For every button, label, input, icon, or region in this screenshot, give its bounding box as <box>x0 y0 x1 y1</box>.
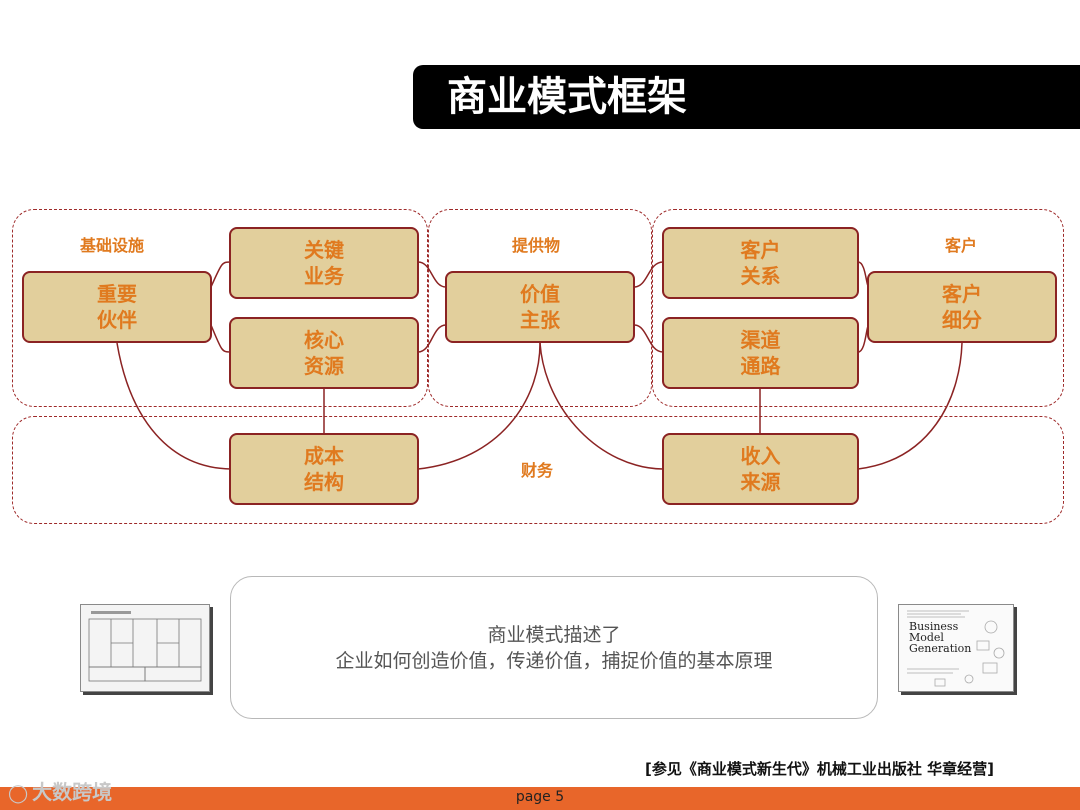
page-title: 商业模式框架 <box>447 74 687 120</box>
canvas-thumbnail-image <box>80 604 210 692</box>
watermark-text: 大数跨境 <box>32 780 113 804</box>
book-doodle-icon <box>907 610 1005 687</box>
summary-box: 商业模式描述了 企业如何创造价值，传递价值，捕捉价值的基本原理 <box>230 576 878 719</box>
region-label-offering: 提供物 <box>512 236 561 255</box>
block-revenue-streams: 收入 来源 <box>662 433 859 505</box>
region-infrastructure <box>12 209 428 407</box>
region-label-infrastructure: 基础设施 <box>80 236 145 255</box>
block-key-activities: 关键 业务 <box>229 227 419 299</box>
book-cover-image: Business Model Generation <box>898 604 1014 692</box>
block-cost-structure: 成本 结构 <box>229 433 419 505</box>
region-customers <box>652 209 1064 407</box>
footer-bar <box>0 787 1080 810</box>
block-customer-segments: 客户 细分 <box>867 271 1057 343</box>
summary-line-2: 企业如何创造价值，传递价值，捕捉价值的基本原理 <box>335 649 773 672</box>
block-key-resources: 核心 资源 <box>229 317 419 389</box>
canvas-grid-icon <box>88 611 202 682</box>
summary-line-1: 商业模式描述了 <box>487 623 621 646</box>
book-title: Business Model Generation <box>909 620 972 655</box>
watermark: ◯大数跨境 <box>0 776 112 805</box>
block-channels: 渠道 通路 <box>662 317 859 389</box>
block-value-proposition: 价值 主张 <box>445 271 635 343</box>
watermark-logo-icon: ◯ <box>8 783 29 804</box>
title-bar: 商业模式框架 <box>413 65 1080 129</box>
block-key-partners: 重要 伙伴 <box>22 271 212 343</box>
region-offering <box>428 209 652 407</box>
region-label-finance: 财务 <box>521 461 554 480</box>
block-customer-relationships: 客户 关系 <box>662 227 859 299</box>
region-finance <box>12 416 1064 524</box>
region-label-customers: 客户 <box>945 236 978 255</box>
page-number: page 5 <box>515 789 565 805</box>
citation: [参见《商业模式新生代》机械工业出版社 华章经营] <box>645 760 994 778</box>
